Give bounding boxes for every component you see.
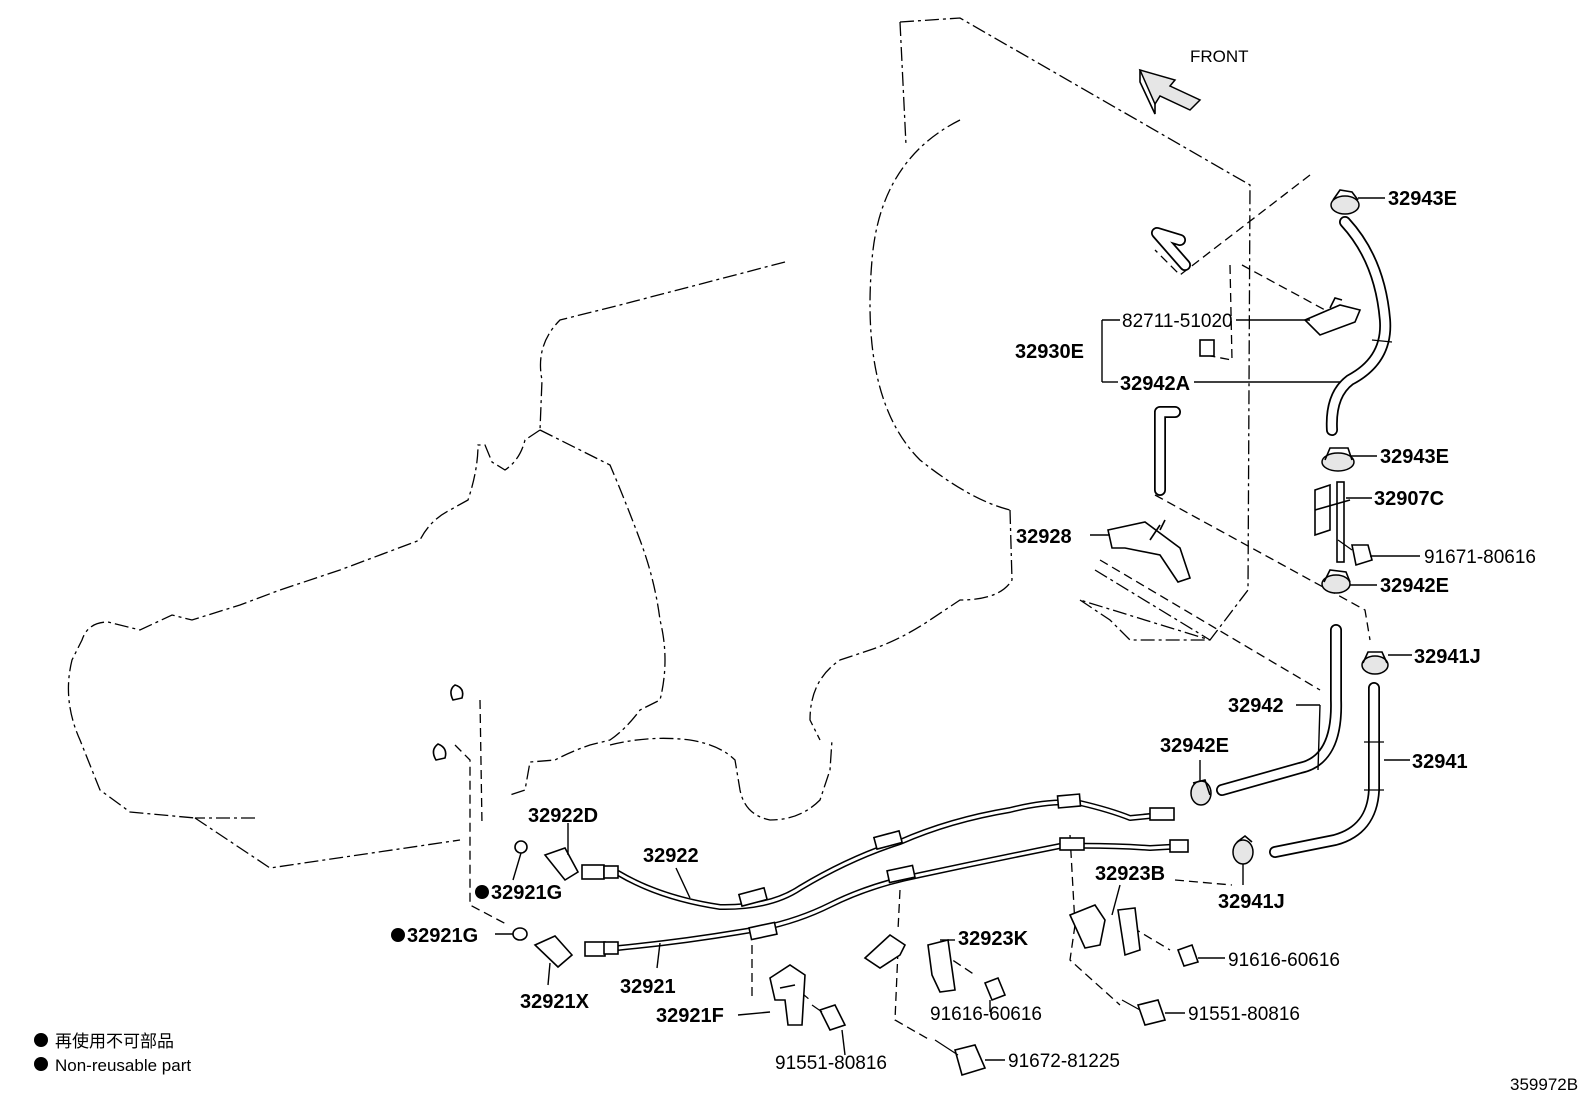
engine-outline [67, 17, 1251, 869]
upper-hose-stub [1151, 227, 1191, 271]
label-91616-60616-right: 91616-60616 [1228, 950, 1340, 971]
label-32921G-upper: 32921G [491, 882, 562, 904]
label-91672-81225: 91672-81225 [1008, 1051, 1120, 1072]
clamp-32942E-mid [1190, 779, 1212, 806]
label-32942E-mid: 32942E [1160, 735, 1229, 757]
hose-32941 [1269, 682, 1384, 858]
clamp-32943E-top [1330, 189, 1360, 215]
o-ring-32921G-lower [512, 927, 528, 941]
clamp-32941J-right [1361, 651, 1389, 675]
label-32923K: 32923K [958, 928, 1029, 950]
non-reusable-mark-icon [475, 885, 489, 899]
legend-bullet-icon [34, 1057, 48, 1071]
bolt-91672-81225 [934, 1039, 987, 1077]
front-label: FRONT [1190, 47, 1249, 66]
bolt-91616-60616-mid [983, 976, 1007, 1002]
label-91616-60616-mid: 91616-60616 [930, 1004, 1042, 1025]
legend: 再使用不可部品 Non-reusable part [34, 1031, 191, 1075]
label-32921X: 32921X [520, 991, 590, 1013]
label-32907C: 32907C [1374, 488, 1444, 510]
label-32942A: 32942A [1120, 373, 1190, 395]
bolt-91551-80816-left [811, 1004, 847, 1031]
label-32930E: 32930E [1015, 341, 1084, 363]
bracket-32921F [769, 964, 806, 1026]
legend-bullet-icon [34, 1033, 48, 1047]
label-32921F: 32921F [656, 1005, 724, 1027]
hose-32942A [1325, 216, 1393, 436]
fitting-32922D [543, 847, 619, 882]
part-labels: 32943E 82711-51020 32930E 32942A 32943E … [391, 188, 1536, 1074]
hose-32942 [1216, 624, 1343, 796]
clamp-32942E-right [1321, 569, 1351, 594]
label-82711-51020: 82711-51020 [1122, 311, 1233, 332]
label-91671-80616: 91671-80616 [1424, 547, 1536, 568]
bracket-small [1199, 339, 1215, 357]
pipe-32922 [615, 793, 1175, 911]
bolt-91671-80616 [1337, 539, 1373, 567]
leader-lines [495, 197, 1420, 1061]
o-ring-32921G-upper [514, 840, 528, 854]
bolt-91616-60616-right [1176, 943, 1200, 967]
bracket-82711-51020 [1303, 297, 1362, 336]
label-32942: 32942 [1228, 695, 1284, 717]
label-32942E-right: 32942E [1380, 575, 1449, 597]
label-32921G-lower: 32921G [407, 925, 478, 947]
label-32923B: 32923B [1095, 863, 1165, 885]
legend-english: Non-reusable part [55, 1056, 191, 1075]
label-32943E-top: 32943E [1388, 188, 1457, 210]
label-91551-80816-left: 91551-80816 [775, 1053, 887, 1074]
non-reusable-mark-icon [391, 928, 405, 942]
bolt-91551-80816-right [1121, 999, 1167, 1026]
label-32922: 32922 [643, 845, 699, 867]
label-32941J-right: 32941J [1414, 646, 1481, 668]
fitting-32921X [533, 935, 619, 969]
bracket-32923K [863, 933, 956, 993]
label-32941J-mid: 32941J [1218, 891, 1285, 913]
label-32943E-mid: 32943E [1380, 446, 1449, 468]
clip-icon [432, 684, 464, 761]
lower-hose-stub [1154, 406, 1181, 496]
label-91551-80816-right: 91551-80816 [1188, 1004, 1300, 1025]
label-32921: 32921 [620, 976, 676, 998]
label-32928: 32928 [1016, 526, 1072, 548]
label-32941: 32941 [1412, 751, 1468, 773]
pipe-32921 [615, 837, 1189, 951]
clamp-32943E-mid [1321, 447, 1355, 472]
bracket-32907C [1314, 481, 1351, 563]
diagram-id: 359972B [1510, 1075, 1578, 1094]
clamp-32941J-mid [1232, 834, 1254, 865]
bracket-32928 [1107, 519, 1192, 583]
legend-japanese: 再使用不可部品 [55, 1031, 174, 1051]
front-arrow-icon [1138, 68, 1202, 115]
bracket-32923B [1068, 904, 1141, 957]
label-32922D: 32922D [528, 805, 598, 827]
